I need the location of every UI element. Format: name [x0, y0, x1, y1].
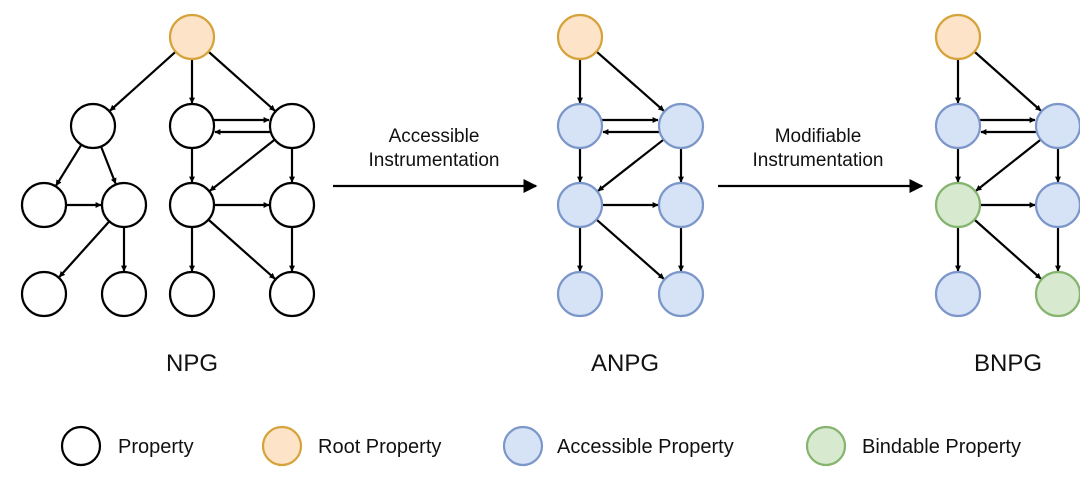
bnpg-node-b [934, 102, 982, 150]
anpg-node-g [657, 181, 705, 229]
bnpg-node-f [934, 181, 982, 229]
anpg-node-k [657, 270, 705, 318]
legend-property-label: Property [118, 436, 194, 458]
npg-node-j [168, 270, 216, 318]
graph-title-npg: NPG [166, 350, 218, 377]
npg-node-e [100, 181, 148, 229]
npg-edge-0 [109, 50, 177, 112]
anpg-node-r [556, 13, 604, 61]
bnpg-node-k [1034, 270, 1080, 318]
bnpg-node-j [934, 270, 982, 318]
legend-accessible-property-label: Accessible Property [557, 436, 734, 458]
anpg-node-f [556, 181, 604, 229]
legend-root-property-icon [261, 425, 303, 467]
bnpg-edge-9 [973, 218, 1042, 280]
graph-title-bnpg: BNPG [974, 350, 1042, 377]
npg-node-k [268, 270, 316, 318]
npg-edge-2 [207, 50, 276, 112]
bnpg-edge-5 [975, 138, 1042, 192]
npg-edge-6 [100, 146, 117, 185]
anpg-edge-1 [595, 50, 665, 112]
bnpg-edge-1 [973, 50, 1042, 112]
npg-edge-11 [209, 138, 276, 192]
anpg-node-c [657, 102, 705, 150]
legend-bindable-property-icon [805, 425, 847, 467]
npg-node-b [168, 102, 216, 150]
npg-edge-5 [55, 144, 83, 187]
anpg-node-b [556, 102, 604, 150]
npg-node-c [268, 102, 316, 150]
npg-edge-8 [58, 220, 111, 278]
npg-node-f [168, 181, 216, 229]
npg-node-g [268, 181, 316, 229]
legend-bindable-property-label: Bindable Property [862, 436, 1021, 458]
legend-property-icon [60, 425, 102, 467]
anpg-node-j [556, 270, 604, 318]
anpg-edge-5 [597, 138, 665, 192]
bnpg-node-c [1034, 102, 1080, 150]
legend-accessible-property-icon [502, 425, 544, 467]
npg-edge-15 [207, 218, 276, 280]
nodes-layer [20, 13, 1080, 318]
transition-label-modifiable-line1: Modifiable [775, 126, 862, 147]
npg-node-d [20, 181, 68, 229]
npg-node-a [69, 102, 117, 150]
edges-layer [55, 50, 1061, 280]
npg-node-r [168, 13, 216, 61]
anpg-edge-9 [595, 218, 665, 280]
transition-label-accessible-line2: Instrumentation [369, 150, 500, 171]
npg-node-i [100, 270, 148, 318]
transition-label-modifiable-line2: Instrumentation [753, 150, 884, 171]
bnpg-node-g [1034, 181, 1080, 229]
npg-node-h [20, 270, 68, 318]
bnpg-node-r [934, 13, 982, 61]
transition-label-accessible-line1: Accessible [389, 126, 480, 147]
graph-title-anpg: ANPG [591, 350, 659, 377]
legend-root-property-label: Root Property [318, 436, 441, 458]
